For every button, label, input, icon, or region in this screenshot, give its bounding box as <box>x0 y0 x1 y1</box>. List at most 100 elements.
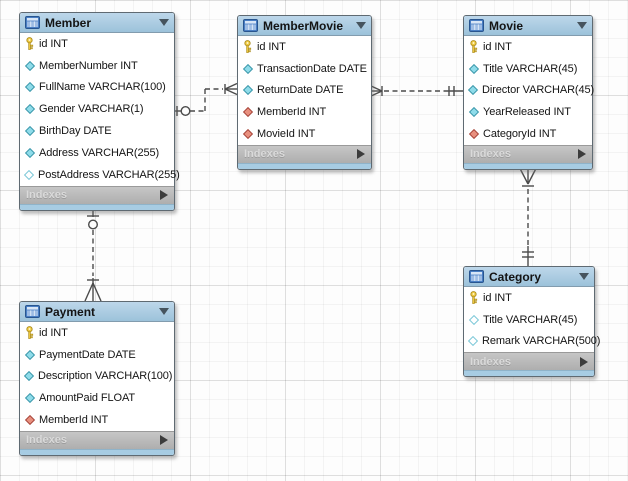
column-row[interactable]: PostAddress VARCHAR(255) <box>20 164 180 186</box>
column-text: id INT <box>39 37 68 50</box>
column-row[interactable]: MemberNumber INT <box>20 55 174 77</box>
column-notnull-icon <box>24 371 34 382</box>
column-row[interactable]: Title VARCHAR(45) <box>464 58 592 80</box>
column-nullable-icon <box>24 169 34 180</box>
table-icon <box>25 305 40 318</box>
column-row[interactable]: id INT <box>464 287 594 309</box>
column-row[interactable]: Address VARCHAR(255) <box>20 142 174 164</box>
column-row[interactable]: YearReleased INT <box>464 101 592 123</box>
relationship-member-payment[interactable] <box>84 209 102 302</box>
table-member[interactable]: Member id INT MemberNumber INT FullName VA… <box>19 12 180 211</box>
indexes-label: Indexes <box>244 148 285 161</box>
indexes-section[interactable]: Indexes <box>238 144 371 163</box>
column-notnull-icon <box>468 63 479 74</box>
relationship-member-membermovie[interactable] <box>173 82 238 117</box>
table-header[interactable]: MemberMovie <box>238 16 371 36</box>
column-row[interactable]: id INT <box>238 36 371 58</box>
column-row[interactable]: AmountPaid FLOAT <box>20 387 174 409</box>
table-title: Member <box>45 15 92 30</box>
column-list: id INT MemberNumber INT FullName VARCHAR(1… <box>20 33 180 186</box>
table-icon <box>25 16 40 29</box>
indexes-label: Indexes <box>470 355 511 368</box>
table-category[interactable]: Category id INT Title VARCHAR(45) Remark V… <box>463 266 600 378</box>
column-text: CategoryId INT <box>483 128 557 141</box>
foreign-key-icon <box>24 415 35 426</box>
table-bottom-strip <box>20 203 174 210</box>
column-row[interactable]: FullName VARCHAR(100) <box>20 77 174 99</box>
foreign-key-icon <box>242 129 253 140</box>
column-notnull-icon <box>24 126 35 137</box>
table-header[interactable]: Member <box>20 13 174 33</box>
column-notnull-icon <box>242 85 253 96</box>
primary-key-icon <box>242 40 253 54</box>
column-text: id INT <box>257 40 286 53</box>
indexes-label: Indexes <box>26 189 67 202</box>
table-payment[interactable]: Payment id INT PaymentDate DATE Descriptio… <box>19 301 175 456</box>
column-row[interactable]: id INT <box>20 33 174 55</box>
column-list: id INT Title VARCHAR(45) Remark VARCHAR(50… <box>464 287 600 353</box>
column-notnull-icon <box>24 147 35 158</box>
table-icon <box>469 19 484 32</box>
table-icon <box>469 270 484 283</box>
column-text: PostAddress VARCHAR(255) <box>38 168 180 181</box>
table-header[interactable]: Movie <box>464 16 592 36</box>
column-row[interactable]: PaymentDate DATE <box>20 344 174 366</box>
column-row[interactable]: Gender VARCHAR(1) <box>20 98 174 120</box>
foreign-key-icon <box>468 129 479 140</box>
indexes-section[interactable]: Indexes <box>20 430 174 449</box>
collapse-arrow-icon[interactable] <box>577 22 587 29</box>
table-bottom-strip <box>20 448 174 455</box>
column-row[interactable]: Director VARCHAR(45) <box>464 80 595 102</box>
column-text: MemberId INT <box>39 414 109 427</box>
column-text: MemberNumber INT <box>39 59 138 72</box>
indexes-expand-icon <box>357 149 365 160</box>
column-text: MemberId INT <box>257 106 327 119</box>
column-row[interactable]: id INT <box>464 36 592 58</box>
column-list: id INT PaymentDate DATE Description VARCHA… <box>20 322 174 431</box>
column-row[interactable]: MemberId INT <box>20 409 174 431</box>
relationship-movie-category[interactable] <box>519 168 537 267</box>
column-text: Remark VARCHAR(500) <box>482 335 601 348</box>
column-row[interactable]: CategoryId INT <box>464 123 592 145</box>
column-row[interactable]: Description VARCHAR(100) <box>20 366 174 388</box>
column-notnull-icon <box>242 63 253 74</box>
column-row[interactable]: Title VARCHAR(45) <box>464 309 594 331</box>
indexes-section[interactable]: Indexes <box>464 352 594 371</box>
column-text: Address VARCHAR(255) <box>39 146 160 159</box>
column-notnull-icon <box>468 107 479 118</box>
table-title: MemberMovie <box>263 18 344 33</box>
column-text: Description VARCHAR(100) <box>38 370 173 383</box>
indexes-section[interactable]: Indexes <box>20 185 174 204</box>
relationship-membermovie-movie[interactable] <box>369 84 463 98</box>
column-row[interactable]: TransactionDate DATE <box>238 58 371 80</box>
column-row[interactable]: Remark VARCHAR(500) <box>464 331 600 353</box>
column-row[interactable]: MemberId INT <box>238 101 371 123</box>
collapse-arrow-icon[interactable] <box>159 308 169 315</box>
column-row[interactable]: ReturnDate DATE <box>238 80 371 102</box>
column-text: Title VARCHAR(45) <box>483 313 578 326</box>
column-text: Gender VARCHAR(1) <box>39 103 144 116</box>
column-text: Director VARCHAR(45) <box>482 84 595 97</box>
collapse-arrow-icon[interactable] <box>579 273 589 280</box>
primary-key-icon <box>468 40 479 54</box>
column-text: MovieId INT <box>257 128 316 141</box>
indexes-label: Indexes <box>470 148 511 161</box>
indexes-section[interactable]: Indexes <box>464 144 592 163</box>
column-notnull-icon <box>24 104 35 115</box>
table-header[interactable]: Payment <box>20 302 174 322</box>
column-row[interactable]: BirthDay DATE <box>20 120 174 142</box>
table-header[interactable]: Category <box>464 267 594 287</box>
table-bottom-strip <box>464 370 594 377</box>
table-title: Movie <box>489 18 524 33</box>
collapse-arrow-icon[interactable] <box>356 22 366 29</box>
column-text: PaymentDate DATE <box>39 348 136 361</box>
column-row[interactable]: id INT <box>20 322 174 344</box>
column-row[interactable]: MovieId INT <box>238 123 371 145</box>
indexes-expand-icon <box>160 435 168 446</box>
collapse-arrow-icon[interactable] <box>159 19 169 26</box>
